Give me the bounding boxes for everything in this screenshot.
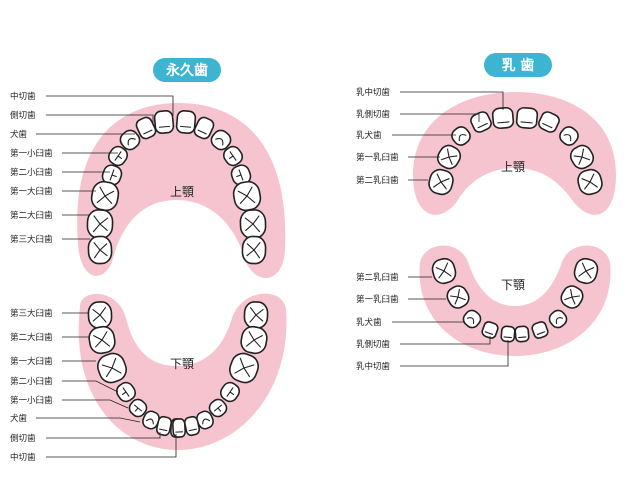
label-prim-upper-canine: 乳犬歯 xyxy=(356,130,382,141)
tooth-crown xyxy=(492,107,514,129)
label-perm-lower-lateral-incisor: 側切歯 xyxy=(10,433,36,444)
label-prim-lower-lateral-incisor: 乳側切歯 xyxy=(356,339,391,350)
label-perm-upper-second-premolar: 第二小臼歯 xyxy=(10,167,53,178)
label-prim-lower-canine: 乳犬歯 xyxy=(356,317,382,328)
label-perm-lower-second-premolar: 第二小臼歯 xyxy=(10,376,53,387)
prim-lower-tooth-9 xyxy=(501,326,515,342)
perm-upper-tooth-13 xyxy=(87,210,113,239)
label-prim-lower-first-molar: 第一乳臼歯 xyxy=(356,294,399,305)
tooth-crown xyxy=(154,110,174,133)
label-prim-upper-central-incisor: 乳中切歯 xyxy=(356,87,391,98)
tooth-crown xyxy=(516,107,538,129)
label-prim-lower-central-incisor: 乳中切歯 xyxy=(356,361,391,372)
label-perm-upper-third-molar: 第三大臼歯 xyxy=(10,234,53,245)
prim-lower-tooth-10 xyxy=(515,326,529,342)
label-perm-lower-canine: 犬歯 xyxy=(10,413,28,424)
label-prim-lower-second-molar: 第二乳臼歯 xyxy=(356,272,399,283)
permanent-badge-label: 永久歯 xyxy=(165,62,208,79)
label-perm-lower-first-molar: 第一大臼歯 xyxy=(10,356,53,367)
perm-upper-tooth-2 xyxy=(176,110,196,133)
perm-upper-tooth-16 xyxy=(242,236,266,264)
tooth-crown xyxy=(501,326,515,342)
tooth-crown xyxy=(173,419,186,438)
perm-upper-tooth-15 xyxy=(88,236,112,264)
prim-upper-tooth-2 xyxy=(516,107,538,129)
label-perm-lower-third-molar: 第三大臼歯 xyxy=(10,308,53,319)
permanent-upper-jaw-label: 上顎 xyxy=(170,185,194,199)
perm-lower-tooth-2 xyxy=(244,302,268,329)
label-perm-upper-central-incisor: 中切歯 xyxy=(10,91,36,102)
perm-lower-tooth-16 xyxy=(173,419,186,438)
label-perm-upper-second-molar: 第二大臼歯 xyxy=(10,210,53,221)
tooth-edge xyxy=(519,337,526,338)
label-perm-upper-canine: 犬歯 xyxy=(10,129,28,140)
perm-upper-tooth-14 xyxy=(240,210,266,239)
label-perm-upper-lateral-incisor: 側切歯 xyxy=(10,110,36,121)
label-perm-lower-second-molar: 第二大臼歯 xyxy=(10,332,53,343)
tooth-crown xyxy=(515,326,529,342)
primary-upper-jaw-label: 上顎 xyxy=(501,160,525,174)
primary-badge-label: 乳 歯 xyxy=(502,57,535,74)
label-prim-upper-first-molar: 第一乳臼歯 xyxy=(356,152,399,163)
perm-upper-tooth-1 xyxy=(154,110,174,133)
permanent-badge: 永久歯 xyxy=(153,58,221,82)
perm-lower-tooth-1 xyxy=(88,302,112,329)
prim-upper-tooth-1 xyxy=(492,107,514,129)
tooth-crown xyxy=(176,110,196,133)
label-perm-lower-central-incisor: 中切歯 xyxy=(10,452,36,463)
primary-badge: 乳 歯 xyxy=(484,53,552,77)
label-perm-upper-first-molar: 第一大臼歯 xyxy=(10,186,53,197)
primary-lower-jaw-label: 下顎 xyxy=(501,278,525,292)
tooth-edge xyxy=(504,337,511,338)
label-prim-upper-second-molar: 第二乳臼歯 xyxy=(356,175,399,186)
label-perm-lower-first-premolar: 第一小臼歯 xyxy=(10,395,53,406)
label-prim-upper-lateral-incisor: 乳側切歯 xyxy=(356,109,391,120)
permanent-lower-jaw-label: 下顎 xyxy=(170,357,194,371)
label-perm-upper-first-premolar: 第一小臼歯 xyxy=(10,148,53,159)
